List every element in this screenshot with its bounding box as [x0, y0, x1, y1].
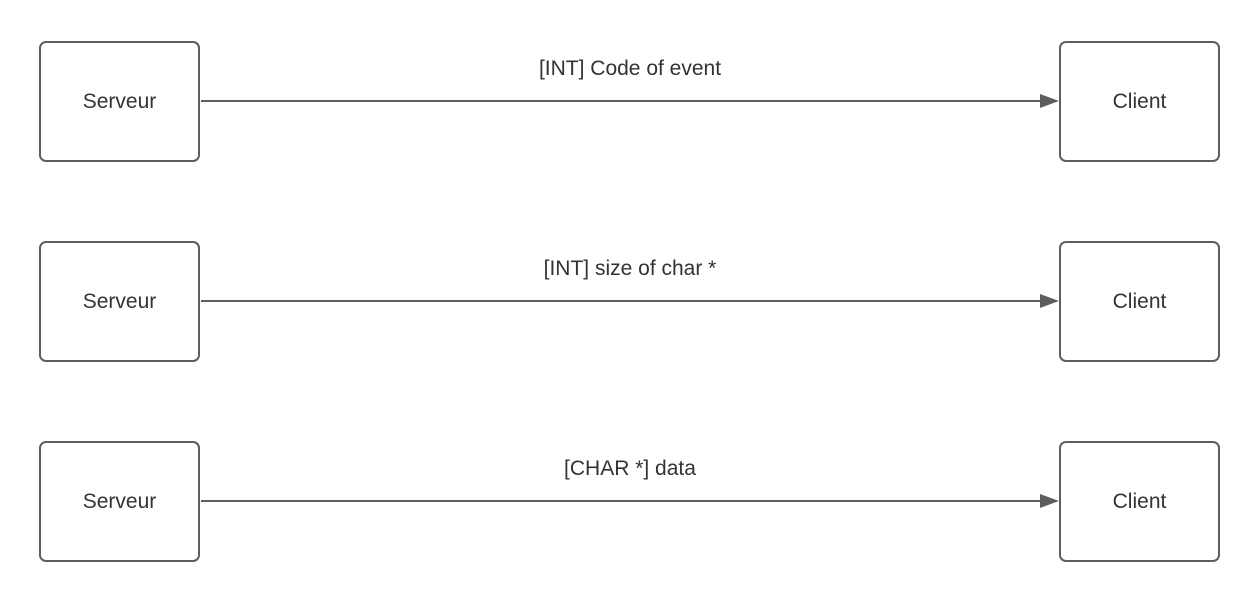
message-arrow[interactable] — [201, 94, 1059, 108]
message-label: [INT] size of char * — [543, 257, 717, 280]
arrow-line — [201, 300, 1041, 302]
server-node[interactable]: Serveur — [39, 41, 200, 162]
message-row: Serveur [INT] size of char * Client — [0, 241, 1260, 363]
server-label: Serveur — [82, 489, 157, 513]
arrow-line — [201, 100, 1041, 102]
arrow-head-icon — [1040, 94, 1059, 108]
server-node[interactable]: Serveur — [39, 241, 200, 362]
server-label: Serveur — [82, 89, 157, 113]
arrow-head-icon — [1040, 494, 1059, 508]
client-node[interactable]: Client — [1059, 241, 1220, 362]
message-label: [CHAR *] data — [564, 457, 696, 480]
arrow-head-icon — [1040, 294, 1059, 308]
server-node[interactable]: Serveur — [39, 441, 200, 562]
arrow-line — [201, 500, 1041, 502]
client-node[interactable]: Client — [1059, 41, 1220, 162]
client-label: Client — [1112, 89, 1167, 113]
client-label: Client — [1112, 489, 1167, 513]
message-label: [INT] Code of event — [538, 57, 722, 80]
client-label: Client — [1112, 289, 1167, 313]
server-label: Serveur — [82, 289, 157, 313]
client-node[interactable]: Client — [1059, 441, 1220, 562]
message-row: Serveur [CHAR *] data Client — [0, 441, 1260, 563]
message-arrow[interactable] — [201, 494, 1059, 508]
message-row: Serveur [INT] Code of event Client — [0, 41, 1260, 163]
message-arrow[interactable] — [201, 294, 1059, 308]
